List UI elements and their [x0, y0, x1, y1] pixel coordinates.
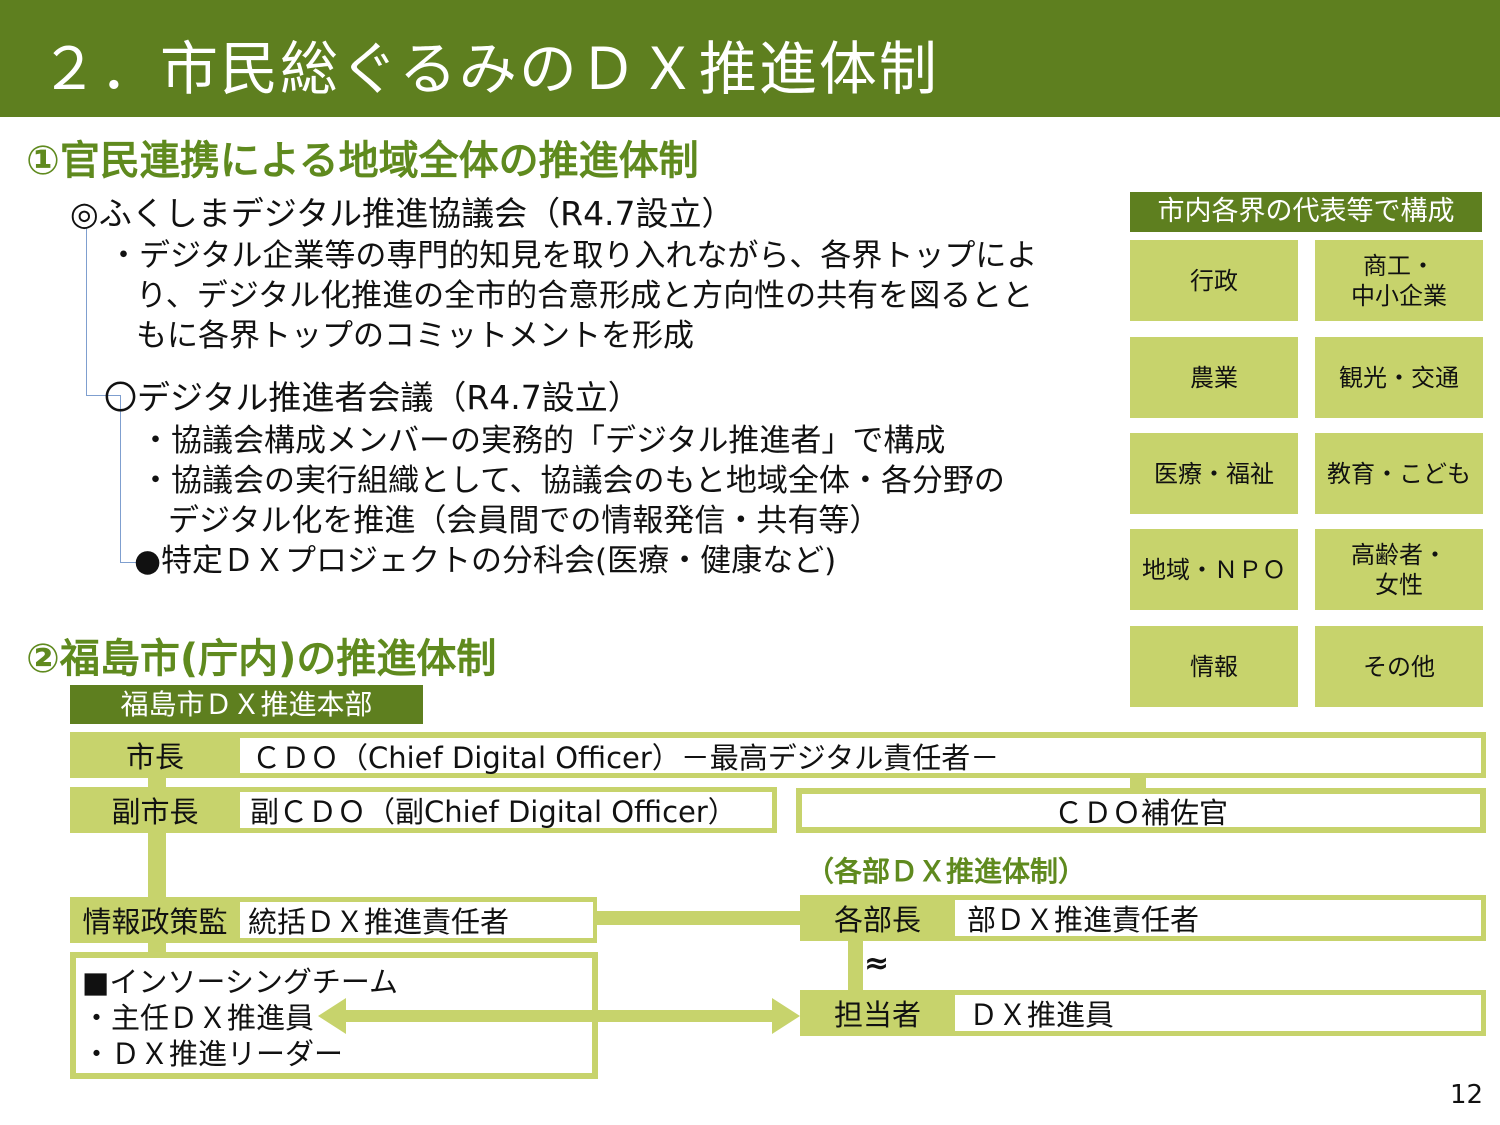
dept-head-label: 各部長: [833, 903, 921, 937]
meeting-line: ・協議会の実行組織として、協議会のもと地域全体・各分野の: [140, 463, 1005, 499]
connector: [595, 911, 805, 925]
cdo-assistant-label: ＣＤＯ補佐官: [802, 794, 1480, 830]
info-policy-row: 情報政策監 統括ＤＸ推進責任者: [70, 897, 597, 943]
tree-line: [86, 228, 87, 396]
subcommittee-text: ●特定ＤＸプロジェクトの分科会(医療・健康など): [134, 543, 837, 579]
tree-line: [120, 395, 121, 563]
dept-head-row: 各部長 部ＤＸ推進責任者: [800, 895, 1486, 941]
section1-title: ①官民連携による地域全体の推進体制: [26, 138, 699, 184]
council-title: ◎ふくしまデジタル推進協議会（R4.7設立）: [70, 194, 735, 233]
connector: [1130, 775, 1146, 791]
dept-system-label: （各部ＤＸ推進体制）: [806, 855, 1087, 888]
members-title: 市内各界の代表等で構成: [1130, 192, 1482, 232]
mayor-label: 市長: [125, 740, 184, 774]
insourcing-line: ・ＤＸ推進リーダー: [82, 1037, 344, 1071]
hq-label: 福島市ＤＸ推進本部: [70, 685, 423, 724]
tree-line: [120, 562, 150, 563]
member-cell: 医療・福祉: [1130, 433, 1298, 514]
meeting-title: 〇デジタル推進者会議（R4.7設立）: [104, 378, 641, 417]
info-policy-label: 情報政策監: [82, 905, 228, 939]
meeting-line: ・協議会構成メンバーの実務的「デジタル推進者」で構成: [140, 423, 946, 459]
slide-title: ２．市民総ぐるみのＤＸ推進体制: [40, 35, 939, 103]
member-cell: 地域・ＮＰＯ: [1130, 529, 1298, 610]
member-cell: 情報: [1130, 626, 1298, 707]
staff-row: 担当者 ＤＸ推進員: [800, 990, 1486, 1036]
approx-symbol: ≈: [864, 946, 890, 981]
page-number: 12: [1450, 1080, 1484, 1110]
info-policy-role: 統括ＤＸ推進責任者: [240, 902, 593, 939]
section2-title: ②福島市(庁内)の推進体制: [26, 636, 497, 682]
meeting-line: デジタル化を推進（会員間での情報発信・共有等）: [168, 503, 881, 539]
staff-role: ＤＸ推進員: [955, 995, 1481, 1032]
cdo-assistant-box: ＣＤＯ補佐官: [796, 788, 1486, 833]
member-cell: 商工・ 中小企業: [1315, 240, 1483, 321]
member-cell: 教育・こども: [1315, 433, 1483, 514]
council-line: り、デジタル化推進の全市的合意形成と方向性の共有を図るとと: [136, 278, 1034, 314]
vice-cdo-role: 副ＣＤＯ（副Chief Digital Officer）: [240, 792, 772, 829]
dept-head-role: 部ＤＸ推進責任者: [955, 900, 1481, 937]
member-cell: 農業: [1130, 337, 1298, 418]
mayor-row: 市長 ＣＤＯ（Chief Digital Officer）－最高デジタル責任者－: [70, 732, 1486, 778]
insourcing-line: ・主任ＤＸ推進員: [82, 1001, 315, 1035]
member-cell: 行政: [1130, 240, 1298, 321]
tree-line: [86, 395, 121, 396]
insourcing-title: ■インソーシングチーム: [82, 965, 398, 999]
connector: [848, 938, 863, 993]
council-line: もに各界トップのコミットメントを形成: [136, 318, 694, 354]
member-cell: その他: [1315, 626, 1483, 707]
staff-label: 担当者: [833, 998, 921, 1032]
member-cell: 観光・交通: [1315, 337, 1483, 418]
vice-mayor-row: 副市長 副ＣＤＯ（副Chief Digital Officer）: [70, 787, 777, 833]
council-line: ・デジタル企業等の専門的知見を取り入れながら、各界トップによ: [108, 238, 1038, 274]
double-arrow: [318, 998, 800, 1034]
slide-header: ２．市民総ぐるみのＤＸ推進体制: [0, 0, 1500, 117]
member-cell: 高齢者・ 女性: [1315, 529, 1483, 610]
vice-mayor-label: 副市長: [111, 795, 199, 829]
cdo-role: ＣＤＯ（Chief Digital Officer）－最高デジタル責任者－: [240, 738, 1481, 775]
